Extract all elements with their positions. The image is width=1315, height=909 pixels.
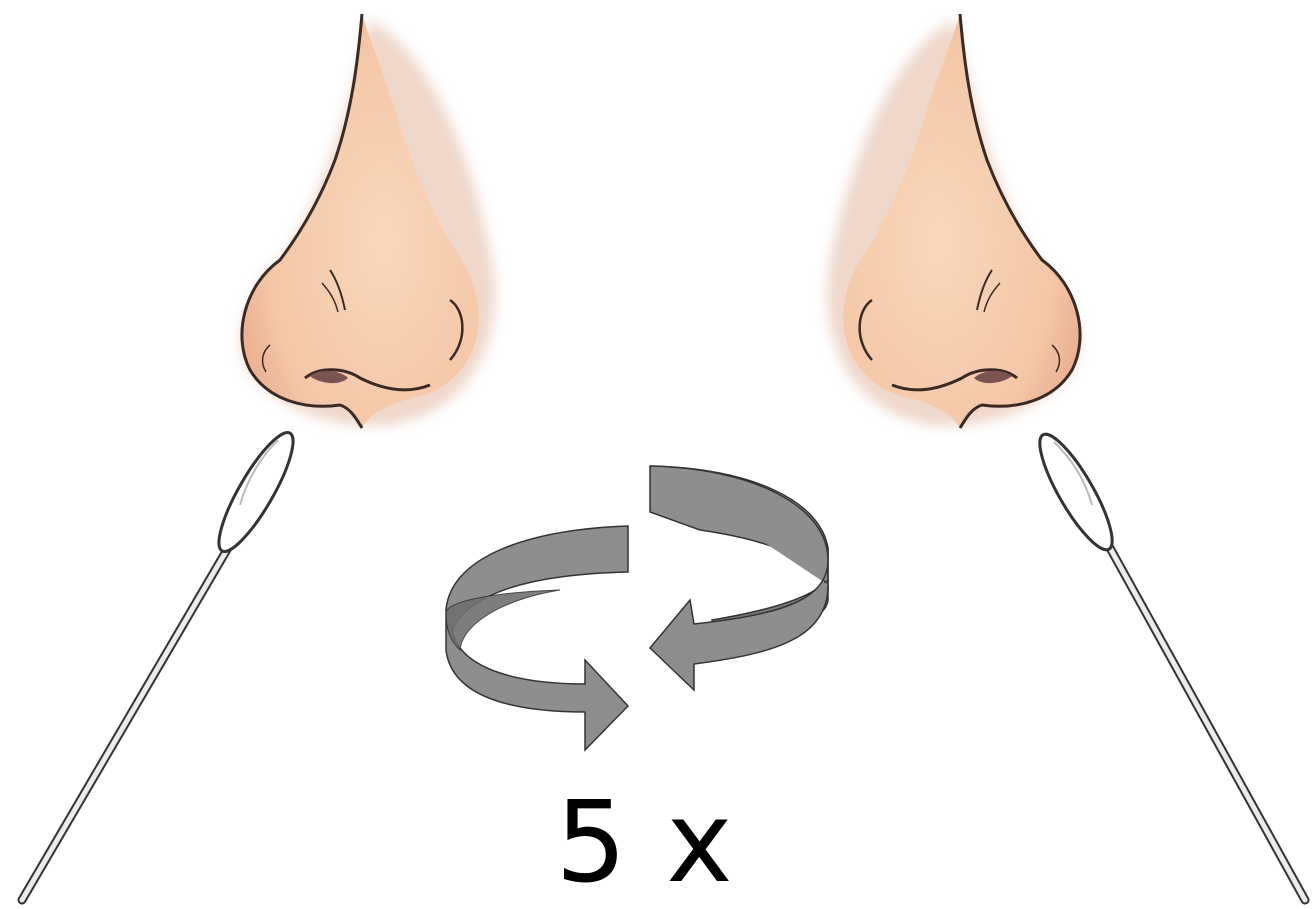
right-cotton-swab-icon: [1038, 432, 1310, 905]
left-nose-icon: [240, 13, 496, 429]
rotate-arrows-icon: [445, 465, 829, 752]
repetition-count-label: 5 x: [555, 778, 735, 908]
right-nose-icon: [827, 13, 1082, 429]
left-cotton-swab-icon: [17, 431, 295, 905]
